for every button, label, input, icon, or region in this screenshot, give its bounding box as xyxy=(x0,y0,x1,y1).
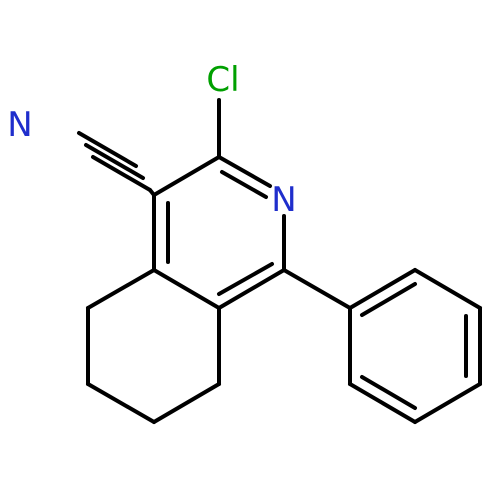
pyridine-ring xyxy=(152,155,286,310)
bond-c4a-c5 xyxy=(86,268,156,310)
ring-nitrogen-atom-label: N xyxy=(271,180,296,220)
phenyl-ring xyxy=(282,268,482,424)
bond-ph4-ph5 xyxy=(413,382,482,424)
bond-c4-c3 xyxy=(152,155,221,197)
bond-ph5-ph6 xyxy=(348,382,417,424)
bond-ph1-ph2-inner xyxy=(360,282,417,317)
bond-ph1-ph2 xyxy=(348,268,417,310)
nitrile-triple-bond-1 xyxy=(91,155,152,192)
bond-ph2-ph3 xyxy=(413,268,482,310)
bond-c3-n2-inner xyxy=(220,170,268,199)
bond-c8a-c4a xyxy=(152,268,221,310)
bond-c1-c8a-inner xyxy=(217,262,274,296)
nitrile-group xyxy=(77,131,156,197)
nitrile-triple-bond-2 xyxy=(84,143,145,180)
nitrile-nitrogen-atom-label: N xyxy=(7,105,32,145)
bond-c1-phenyl xyxy=(282,268,352,310)
bond-c6-c7 xyxy=(86,382,156,424)
chlorine-atom-label: Cl xyxy=(206,60,239,100)
bond-c1-c8a xyxy=(217,268,286,310)
cyclohexene-ring xyxy=(86,268,221,424)
bond-c7-c8 xyxy=(152,382,221,424)
nitrile-triple-bond-3 xyxy=(77,131,138,168)
bond-c3-n2 xyxy=(217,155,272,188)
bond-ph5-ph6-inner xyxy=(360,375,417,410)
